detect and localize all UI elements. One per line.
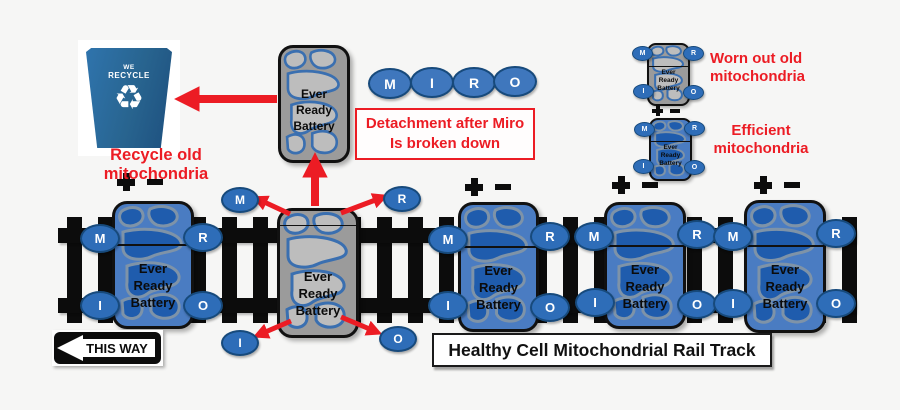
mitochondrion-battery-3: Ever Ready Battery <box>604 202 686 329</box>
battery-label: Ever Ready Battery <box>293 87 335 134</box>
receptor-oval-m: M <box>80 224 120 253</box>
detached-oval-r: R <box>383 186 421 212</box>
plus-terminal-icon <box>465 178 483 196</box>
worn-mitochondrion-battery-track: Ever Ready Battery <box>277 208 359 338</box>
recycle-bin-image: WE RECYCLE ♻ <box>78 40 180 156</box>
miro-letter-oval-m: M <box>368 68 412 99</box>
miro-letter-oval-o: O <box>493 66 537 97</box>
recycle-symbol-icon: ♻ <box>113 79 145 117</box>
detached-oval-o: O <box>379 326 417 352</box>
battery-label: Ever Ready Battery <box>295 269 341 319</box>
receptor-oval-o: O <box>677 290 717 319</box>
this-way-sign: THIS WAY <box>52 330 163 366</box>
receptor-oval-o: O <box>530 293 570 322</box>
battery-terminals <box>117 173 163 191</box>
receptor-oval-i: I <box>428 291 468 320</box>
receptor-oval-r: R <box>684 121 705 136</box>
recycle-caption: Recycle old mitochondria <box>103 146 209 183</box>
plus-terminal-icon <box>754 176 772 194</box>
this-way-sign-plate: THIS WAY <box>54 332 161 364</box>
minus-terminal-icon <box>784 182 800 188</box>
receptor-oval-i: I <box>633 84 654 99</box>
receptor-oval-o: O <box>684 160 705 175</box>
receptor-oval-r: R <box>677 220 717 249</box>
detached-mitochondrion-battery: Ever Ready Battery <box>278 45 350 163</box>
legend-efficient-label: Efficient mitochondria <box>713 122 809 157</box>
plus-terminal-icon <box>612 176 630 194</box>
battery-label: Ever Ready Battery <box>762 262 808 312</box>
plus-terminal-icon <box>652 105 663 116</box>
detachment-callout: Detachment after Miro Is broken down <box>355 108 535 160</box>
left-arrow-icon <box>57 335 83 361</box>
battery-terminals <box>652 105 680 116</box>
miro-letter-oval-i: I <box>410 67 454 98</box>
receptor-oval-m: M <box>634 122 655 137</box>
receptor-oval-r: R <box>683 46 704 61</box>
receptor-oval-i: I <box>633 159 654 174</box>
battery-label: Ever Ready Battery <box>657 68 680 92</box>
battery-terminals <box>612 176 658 194</box>
legend-worn-label: Worn out old mitochondria <box>710 50 806 85</box>
minus-terminal-icon <box>642 182 658 188</box>
battery-label: Ever Ready Battery <box>130 261 176 311</box>
battery-terminals <box>465 178 511 196</box>
detached-oval-m: M <box>221 187 259 213</box>
recycle-bin: WE RECYCLE ♻ <box>86 48 172 148</box>
receptor-oval-r: R <box>530 222 570 251</box>
legend-worn-battery: Ever Ready Battery <box>647 43 690 106</box>
mitochondrion-battery-4: Ever Ready Battery <box>744 200 826 333</box>
battery-label: Ever Ready Battery <box>476 263 521 313</box>
receptor-oval-r: R <box>816 219 856 248</box>
receptor-oval-i: I <box>713 289 753 318</box>
receptor-oval-o: O <box>183 291 223 320</box>
minus-terminal-icon <box>670 108 680 113</box>
receptor-oval-m: M <box>574 222 614 251</box>
minus-terminal-icon <box>147 179 163 185</box>
mitochondrion-battery-2: Ever Ready Battery <box>458 202 539 332</box>
we-recycle-text: WE RECYCLE <box>108 64 150 80</box>
plus-terminal-icon <box>117 173 135 191</box>
receptor-oval-o: O <box>683 85 704 100</box>
minus-terminal-icon <box>495 184 511 190</box>
receptor-oval-m: M <box>713 222 753 251</box>
receptor-oval-o: O <box>816 289 856 318</box>
battery-terminals <box>754 176 800 194</box>
healthy-track-caption: Healthy Cell Mitochondrial Rail Track <box>432 333 772 367</box>
detached-oval-i: I <box>221 330 259 356</box>
receptor-oval-m: M <box>632 46 653 61</box>
this-way-label: THIS WAY <box>79 339 155 357</box>
receptor-oval-r: R <box>183 223 223 252</box>
receptor-oval-i: I <box>575 288 615 317</box>
miro-letter-oval-r: R <box>452 67 496 98</box>
battery-label: Ever Ready Battery <box>622 261 668 311</box>
receptor-oval-i: I <box>80 291 120 320</box>
battery-label: Ever Ready Battery <box>659 143 682 167</box>
mitochondrion-battery-1: Ever Ready Battery <box>112 201 194 329</box>
receptor-oval-m: M <box>428 225 468 254</box>
